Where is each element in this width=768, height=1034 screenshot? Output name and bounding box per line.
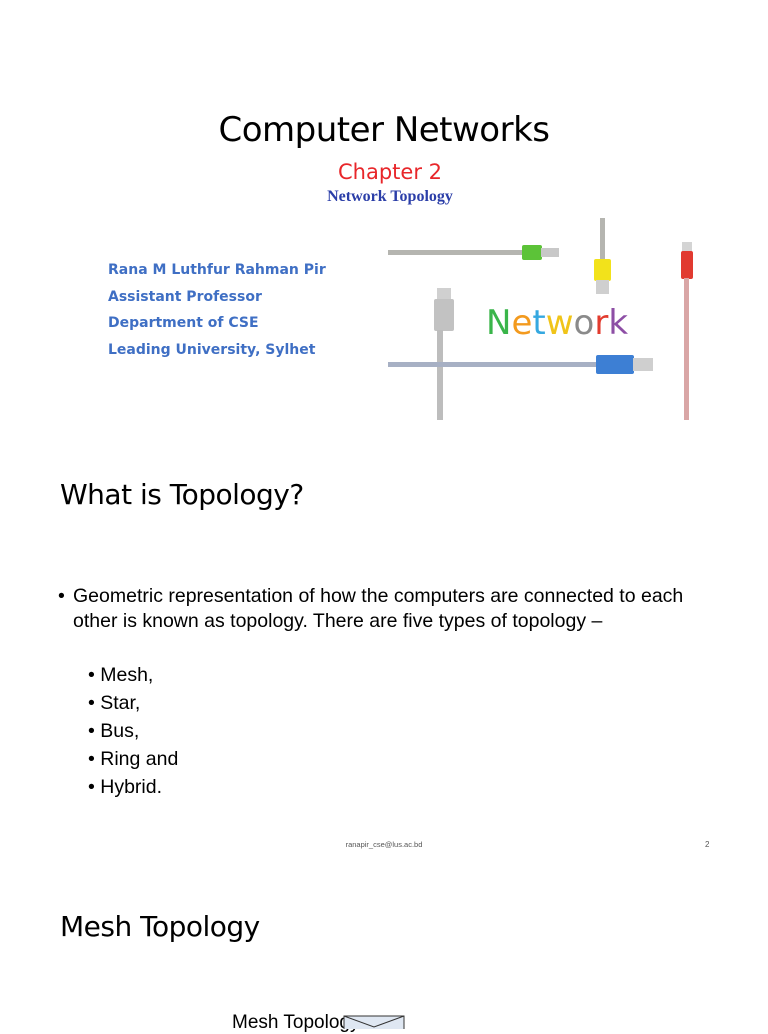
yellow-cable-wire <box>600 218 605 260</box>
list-item: • Star, <box>88 692 141 714</box>
page-number: 2 <box>705 840 710 849</box>
list-item: • Ring and <box>88 748 179 770</box>
green-cable-wire <box>388 250 523 255</box>
topology-types-list: • Mesh, • Star, • Bus, • Ring and • Hybr… <box>88 661 178 801</box>
section-heading: What is Topology? <box>60 478 304 511</box>
slide-title: Computer Networks <box>218 110 550 150</box>
bullet-item: • Geometric representation of how the co… <box>58 584 718 633</box>
bullet-dot-icon: • <box>58 585 65 607</box>
section-heading: Mesh Topology <box>60 910 260 943</box>
red-connector-icon <box>681 251 693 279</box>
author-name: Rana M Luthfur Rahman Pir <box>108 262 326 278</box>
list-item: • Hybrid. <box>88 776 163 798</box>
red-cable-wire <box>684 278 689 420</box>
chapter-label: Chapter 2 <box>338 160 442 184</box>
author-department: Department of CSE <box>108 315 259 331</box>
blue-cable-wire <box>388 362 598 367</box>
author-university: Leading University, Sylhet <box>108 342 316 358</box>
envelope-icon <box>343 1015 405 1029</box>
yellow-connector-icon <box>594 259 611 281</box>
blue-connector-icon <box>596 355 634 374</box>
footer-email: ranapir_cse@lus.ac.bd <box>345 840 423 849</box>
green-connector-icon <box>522 245 542 260</box>
slide-subtitle: Network Topology <box>327 188 453 205</box>
list-item: • Bus, <box>88 720 140 742</box>
author-position: Assistant Professor <box>108 289 262 305</box>
gray-cable-wire <box>437 330 443 420</box>
network-word: Network <box>486 303 628 343</box>
list-item: • Mesh, <box>88 664 154 686</box>
network-cables-image: Network <box>388 218 693 420</box>
mesh-caption: Mesh Topology <box>232 1012 360 1033</box>
bullet-text: Geometric representation of how the comp… <box>73 585 684 632</box>
gray-connector-icon <box>434 299 454 331</box>
